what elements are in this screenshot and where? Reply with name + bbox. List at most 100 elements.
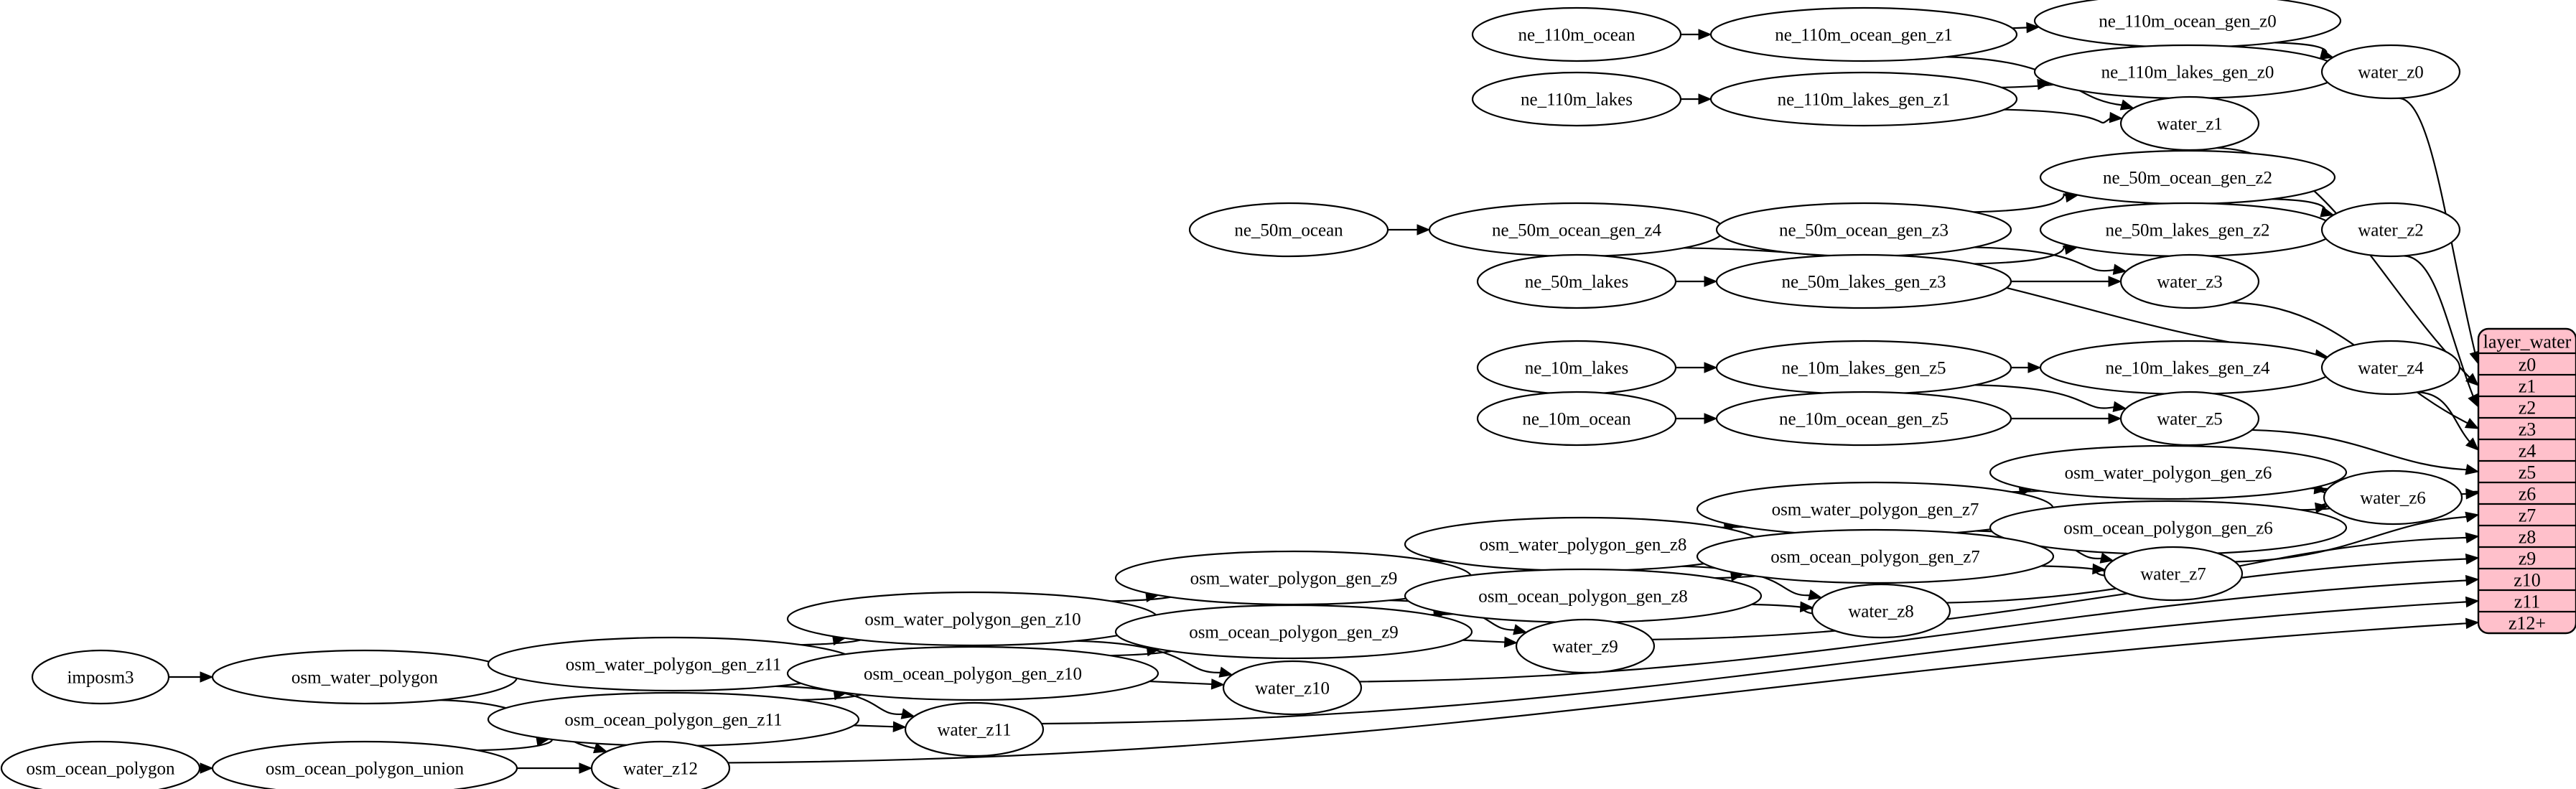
- node-ne_50m_lakes_gen_z2[interactable]: ne_50m_lakes_gen_z2: [2039, 202, 2336, 258]
- record-row-z7[interactable]: z7: [2519, 505, 2537, 526]
- node-label-osm_water_polygon_gen_z6: osm_water_polygon_gen_z6: [2065, 464, 2272, 483]
- node-label-osm_ocean_polygon_gen_z8: osm_ocean_polygon_gen_z8: [1478, 587, 1688, 607]
- node-ne_110m_lakes_gen_z1[interactable]: ne_110m_lakes_gen_z1: [1709, 71, 2018, 127]
- record-row-z10[interactable]: z10: [2514, 570, 2541, 591]
- arrowhead-ne_50m_lakes-to-ne_50m_lakes_gen_z3: [1704, 276, 1718, 287]
- node-water_z6[interactable]: water_z6: [2323, 470, 2463, 526]
- node-water_z1[interactable]: water_z1: [2119, 95, 2260, 151]
- node-water_z10[interactable]: water_z10: [1222, 660, 1363, 716]
- node-label-ne_50m_ocean_gen_z2: ne_50m_ocean_gen_z2: [2103, 169, 2272, 188]
- node-ne_10m_ocean[interactable]: ne_10m_ocean: [1476, 391, 1677, 447]
- node-osm_ocean_polygon_gen_z10[interactable]: osm_ocean_polygon_gen_z10: [786, 645, 1159, 701]
- arrowhead-ne_10m_ocean-to-ne_10m_ocean_gen_z5: [1704, 413, 1718, 424]
- record-row-z12+[interactable]: z12+: [2509, 613, 2546, 634]
- layer-water-record[interactable]: layer_waterz0z1z2z3z4z5z6z7z8z9z10z11z12…: [2477, 327, 2576, 635]
- edge-water_z0-to-layer_water-z0: [2398, 97, 2476, 354]
- node-water_z9[interactable]: water_z9: [1515, 618, 1656, 674]
- node-label-osm_ocean_polygon_gen_z9: osm_ocean_polygon_gen_z9: [1189, 623, 1399, 643]
- arrowhead-water_z3-to-layer_water-z3: [2464, 418, 2480, 429]
- node-water_z5[interactable]: water_z5: [2119, 391, 2260, 447]
- node-osm_water_polygon_gen_z11[interactable]: osm_water_polygon_gen_z11: [487, 636, 860, 692]
- arrowhead-ne_50m_ocean-to-ne_50m_ocean_gen_z4: [1417, 224, 1431, 235]
- node-osm_water_polygon_gen_z9[interactable]: osm_water_polygon_gen_z9: [1114, 550, 1473, 606]
- record-row-z5[interactable]: z5: [2519, 462, 2537, 483]
- arrowhead-water_z10-to-layer_water-z10: [2465, 574, 2480, 587]
- arrowhead-osm_water_polygon_gen_z11-to-water_z11: [900, 708, 915, 719]
- record-row-z6[interactable]: z6: [2519, 484, 2537, 505]
- node-ne_110m_ocean_gen_z0[interactable]: ne_110m_ocean_gen_z0: [2033, 0, 2342, 49]
- arrowhead-water_z4-to-layer_water-z4: [2465, 437, 2479, 451]
- node-water_z0[interactable]: water_z0: [2320, 44, 2461, 100]
- node-osm_water_polygon_gen_z10[interactable]: osm_water_polygon_gen_z10: [786, 591, 1159, 647]
- arrowhead-ne_50m_lakes_gen_z3-to-water_z3: [2108, 276, 2122, 287]
- node-label-ne_110m_lakes_gen_z0: ne_110m_lakes_gen_z0: [2101, 63, 2274, 83]
- node-label-ne_110m_lakes: ne_110m_lakes: [1521, 90, 1633, 110]
- nodes-layer: ne_110m_ocean ne_110m_ocean_gen_z1 ne_110m…: [0, 0, 2463, 789]
- record-row-z2[interactable]: z2: [2519, 398, 2537, 419]
- node-ne_10m_lakes_gen_z4[interactable]: ne_10m_lakes_gen_z4: [2039, 340, 2336, 396]
- record-row-z4[interactable]: z4: [2519, 441, 2537, 462]
- node-osm_ocean_polygon[interactable]: osm_ocean_polygon: [0, 740, 201, 789]
- node-imposm3[interactable]: imposm3: [31, 649, 170, 705]
- node-water_z11[interactable]: water_z11: [904, 701, 1045, 757]
- node-water_z2[interactable]: water_z2: [2320, 202, 2461, 258]
- node-label-osm_water_polygon: osm_water_polygon: [291, 668, 439, 688]
- node-osm_ocean_polygon_gen_z9[interactable]: osm_ocean_polygon_gen_z9: [1114, 604, 1473, 660]
- node-ne_50m_lakes_gen_z3[interactable]: ne_50m_lakes_gen_z3: [1715, 253, 2012, 309]
- node-ne_10m_ocean_gen_z5[interactable]: ne_10m_ocean_gen_z5: [1715, 391, 2012, 447]
- node-osm_ocean_polygon_gen_z6[interactable]: osm_ocean_polygon_gen_z6: [1989, 500, 2348, 556]
- node-osm_water_polygon_gen_z8[interactable]: osm_water_polygon_gen_z8: [1404, 516, 1763, 572]
- arrowhead-osm_ocean_polygon_union-to-water_z12: [579, 762, 593, 774]
- node-label-osm_water_polygon_gen_z7: osm_water_polygon_gen_z7: [1772, 500, 1979, 520]
- node-label-water_z3: water_z3: [2157, 273, 2223, 292]
- arrowhead-water_z5-to-layer_water-z5: [2465, 464, 2480, 475]
- node-ne_50m_ocean_gen_z2[interactable]: ne_50m_ocean_gen_z2: [2039, 149, 2336, 205]
- node-osm_water_polygon[interactable]: osm_water_polygon: [211, 649, 518, 705]
- node-water_z7[interactable]: water_z7: [2103, 546, 2244, 602]
- node-ne_50m_ocean_gen_z4[interactable]: ne_50m_ocean_gen_z4: [1428, 202, 1725, 258]
- edge-water_z12-to-layer_water-z12+: [727, 622, 2468, 764]
- node-osm_ocean_polygon_gen_z11[interactable]: osm_ocean_polygon_gen_z11: [487, 691, 860, 747]
- arrowhead-ne_110m_ocean_gen_z1-to-water_z1: [2119, 99, 2134, 111]
- node-label-water_z2: water_z2: [2358, 221, 2424, 241]
- node-water_z12[interactable]: water_z12: [590, 740, 731, 789]
- edge-water_z5-to-layer_water-z5: [2251, 429, 2468, 471]
- arrowhead-ne_50m_ocean_gen_z3-to-water_z3: [2112, 263, 2127, 275]
- record-layer_water[interactable]: layer_waterz0z1z2z3z4z5z6z7z8z9z10z11z12…: [2477, 327, 2576, 635]
- node-ne_10m_lakes[interactable]: ne_10m_lakes: [1476, 340, 1677, 396]
- node-osm_ocean_polygon_gen_z8[interactable]: osm_ocean_polygon_gen_z8: [1404, 568, 1763, 624]
- node-label-osm_ocean_polygon_union: osm_ocean_polygon_union: [266, 760, 465, 779]
- node-osm_water_polygon_gen_z6[interactable]: osm_water_polygon_gen_z6: [1989, 444, 2348, 500]
- node-water_z8[interactable]: water_z8: [1811, 583, 1951, 639]
- arrowhead-ne_10m_ocean_gen_z5-to-water_z5: [2108, 413, 2122, 424]
- node-ne_110m_lakes_gen_z0[interactable]: ne_110m_lakes_gen_z0: [2033, 44, 2342, 100]
- record-row-z3[interactable]: z3: [2519, 419, 2537, 440]
- record-row-z0[interactable]: z0: [2519, 355, 2537, 375]
- edge-ne_110m_ocean_gen_z1-to-ne_110m_ocean_gen_z0: [2012, 27, 2029, 29]
- node-ne_10m_lakes_gen_z5[interactable]: ne_10m_lakes_gen_z5: [1715, 340, 2012, 396]
- node-label-osm_ocean_polygon_gen_z7: osm_ocean_polygon_gen_z7: [1770, 548, 1980, 567]
- edge-water_z11-to-layer_water-z11: [1041, 601, 2468, 725]
- record-row-z9[interactable]: z9: [2519, 548, 2537, 569]
- node-label-osm_ocean_polygon: osm_ocean_polygon: [27, 760, 175, 779]
- node-label-osm_ocean_polygon_gen_z10: osm_ocean_polygon_gen_z10: [864, 665, 1082, 684]
- node-osm_ocean_polygon_union[interactable]: osm_ocean_polygon_union: [211, 740, 518, 789]
- node-ne_50m_lakes[interactable]: ne_50m_lakes: [1476, 253, 1677, 309]
- node-label-ne_110m_ocean_gen_z1: ne_110m_ocean_gen_z1: [1775, 26, 1953, 45]
- record-row-z1[interactable]: z1: [2519, 376, 2537, 397]
- node-ne_50m_ocean[interactable]: ne_50m_ocean: [1188, 202, 1389, 258]
- node-ne_110m_ocean[interactable]: ne_110m_ocean: [1471, 6, 1682, 62]
- edge-ne_50m_lakes_gen_z3-to-ne_50m_lakes_gen_z2: [1974, 245, 2068, 265]
- arrowhead-osm_water_polygon_gen_z8-to-water_z8: [1808, 589, 1823, 601]
- record-row-z11[interactable]: z11: [2514, 592, 2541, 612]
- node-osm_water_polygon_gen_z7[interactable]: osm_water_polygon_gen_z7: [1696, 481, 2055, 537]
- arrowhead-osm_ocean_polygon_gen_z9-to-water_z9: [1503, 636, 1518, 648]
- node-ne_110m_ocean_gen_z1[interactable]: ne_110m_ocean_gen_z1: [1709, 6, 2018, 62]
- node-label-osm_water_polygon_gen_z10: osm_water_polygon_gen_z10: [864, 610, 1081, 630]
- node-water_z3[interactable]: water_z3: [2119, 253, 2260, 309]
- node-ne_50m_ocean_gen_z3[interactable]: ne_50m_ocean_gen_z3: [1715, 202, 2012, 258]
- node-osm_ocean_polygon_gen_z7[interactable]: osm_ocean_polygon_gen_z7: [1696, 528, 2055, 584]
- node-ne_110m_lakes[interactable]: ne_110m_lakes: [1471, 71, 1682, 127]
- record-row-z8[interactable]: z8: [2519, 527, 2537, 548]
- node-water_z4[interactable]: water_z4: [2320, 340, 2461, 396]
